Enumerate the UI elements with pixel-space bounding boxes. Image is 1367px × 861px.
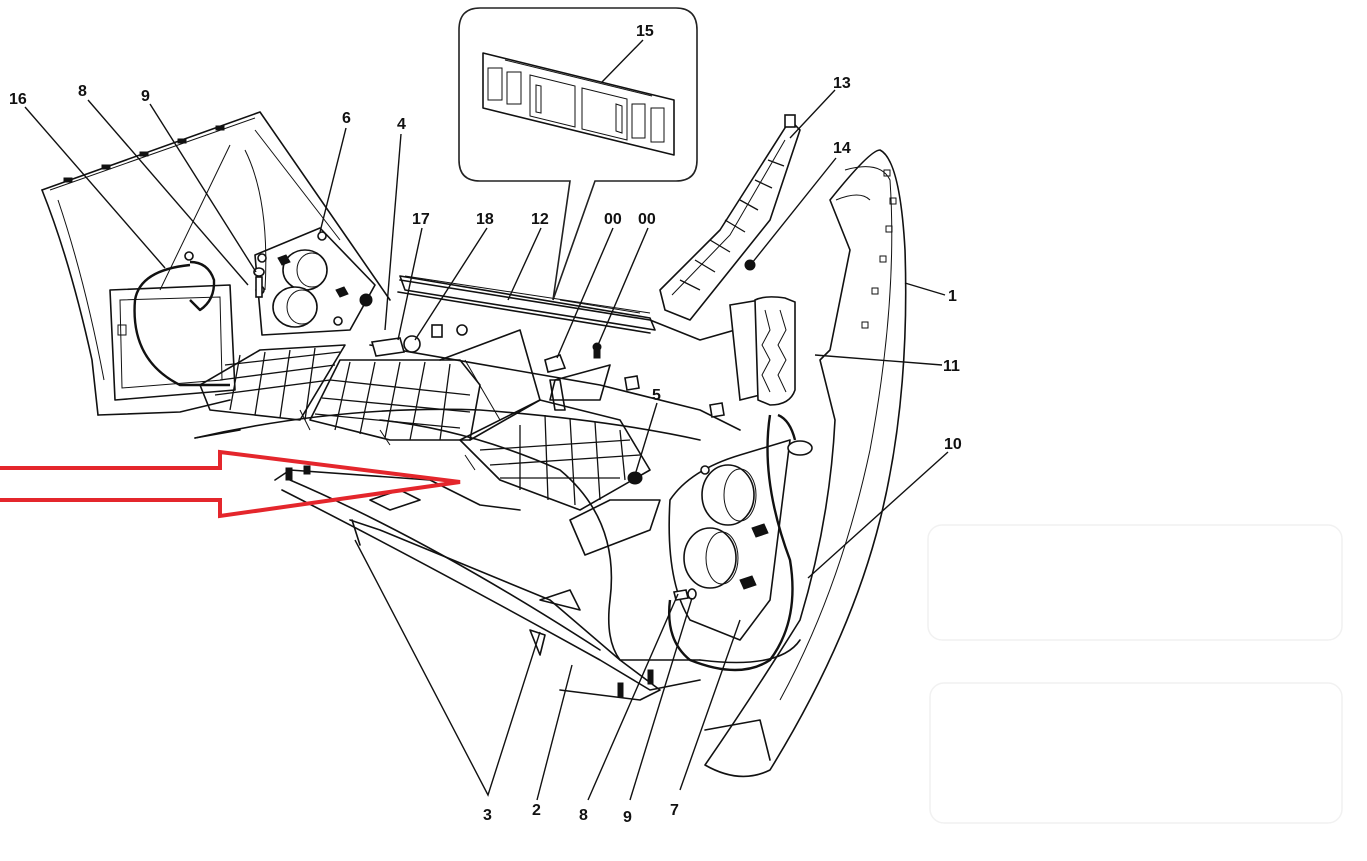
callout-13: 13 bbox=[833, 75, 851, 92]
center-hardware bbox=[370, 324, 725, 485]
right-lamp-bracket bbox=[668, 439, 791, 641]
callout-10: 10 bbox=[944, 436, 962, 453]
callout-7: 7 bbox=[670, 802, 679, 819]
main-bumper-shell bbox=[194, 275, 801, 691]
callout-leaders bbox=[24, 89, 949, 801]
detail-inset-box: 15 bbox=[458, 7, 698, 301]
callout-labels: 16 8 9 6 4 17 18 12 00 00 13 14 1 11 10 … bbox=[9, 75, 962, 826]
callout-17: 17 bbox=[412, 211, 430, 228]
callout-2: 2 bbox=[532, 802, 541, 819]
callout-3: 3 bbox=[483, 807, 492, 824]
callout-15: 15 bbox=[636, 23, 654, 40]
callout-16: 16 bbox=[9, 91, 27, 108]
edge-clip-row bbox=[63, 125, 225, 183]
side-bracket bbox=[659, 114, 801, 321]
callout-1: 1 bbox=[948, 288, 957, 305]
callout-00-a: 00 bbox=[604, 211, 622, 228]
reinforcement-panel-detail bbox=[482, 52, 675, 156]
red-annotation-arrow bbox=[0, 449, 461, 519]
upper-rail bbox=[399, 275, 656, 331]
air-duct bbox=[729, 296, 796, 406]
callout-9-bottom: 9 bbox=[623, 809, 632, 826]
right-bumper-cover bbox=[704, 149, 907, 778]
callout-12: 12 bbox=[531, 211, 549, 228]
callout-5: 5 bbox=[652, 387, 661, 404]
screw-washer-left bbox=[253, 267, 265, 298]
wiring-harness-right bbox=[668, 413, 813, 672]
left-lamp-bracket bbox=[254, 227, 376, 336]
clip-slots bbox=[861, 169, 897, 329]
callout-4: 4 bbox=[397, 116, 406, 133]
callout-9-top: 9 bbox=[141, 88, 150, 105]
callout-14: 14 bbox=[833, 140, 851, 157]
wiring-harness-left bbox=[133, 251, 230, 387]
callout-6: 6 bbox=[342, 110, 351, 127]
callout-00-b: 00 bbox=[638, 211, 656, 228]
left-bumper-corner bbox=[41, 111, 391, 416]
screw-washer-right bbox=[673, 588, 697, 601]
callout-11: 11 bbox=[943, 358, 960, 375]
lower-grille-mesh bbox=[199, 329, 661, 556]
callout-8-top: 8 bbox=[78, 83, 87, 100]
callout-8-bottom: 8 bbox=[579, 807, 588, 824]
faint-background-artifacts bbox=[927, 524, 1343, 824]
callout-18: 18 bbox=[476, 211, 494, 228]
